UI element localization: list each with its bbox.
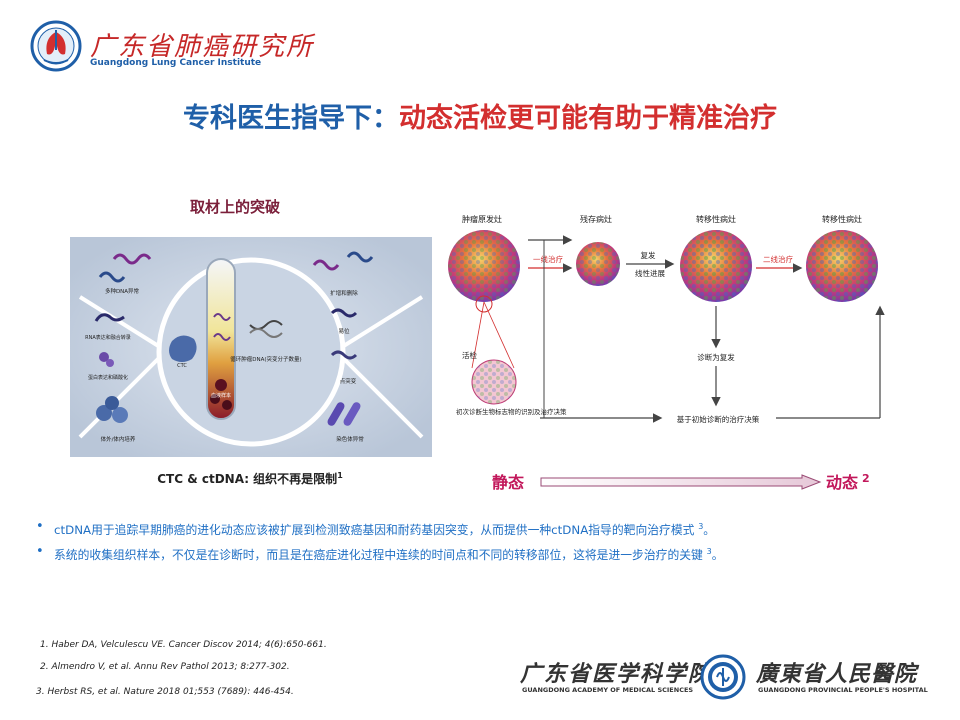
label-translocation: 易位 bbox=[338, 327, 350, 335]
label-dx-relapse: 诊断为复发 bbox=[697, 352, 735, 362]
label-initial-dx: 初次诊断生物标志物的识别及治疗决策 bbox=[456, 407, 567, 416]
reference-2: 2. Almendro V, et al. Annu Rev Pathol 20… bbox=[40, 662, 290, 672]
label-decision: 基于初始诊断的治疗决策 bbox=[677, 414, 760, 424]
dynamic-label-ref: 2 bbox=[862, 471, 870, 485]
bullet-ref: 3 bbox=[706, 546, 712, 556]
left-panel-caption: CTC & ctDNA: 组织不再是限制1 bbox=[60, 470, 440, 487]
label-multi-dna: 多种DNA异常 bbox=[105, 287, 140, 295]
bullet-text: 系统的收集组织样本，不仅是在诊断时，而且是在癌症进化过程中连续的时间点和不同的转… bbox=[54, 547, 703, 562]
static-to-dynamic-arrow bbox=[540, 474, 822, 490]
slide-title-part1: 专科医生指导下： bbox=[183, 103, 399, 134]
label-amplification: 扩增和删除 bbox=[330, 289, 358, 297]
dynamic-label-text: 动态 bbox=[826, 473, 859, 492]
label-relapse: 复发 bbox=[641, 250, 656, 260]
left-panel-heading: 取材上的突破 bbox=[189, 198, 280, 216]
institute-name-cn: 广东省肺癌研究所 bbox=[90, 32, 315, 62]
reference-1: 1. Haber DA, Velculescu VE. Cancer Disco… bbox=[40, 640, 327, 650]
label-rna: RNA表达和融合转录 bbox=[85, 334, 131, 341]
academy-name-cn: 广东省医学科学院 bbox=[520, 661, 713, 687]
label-protein: 蛋白表达和磷酸化 bbox=[88, 374, 128, 381]
label-ctdna: 循环肿瘤DNA(突变分子数量) bbox=[230, 355, 301, 363]
label-residual: 残存病灶 bbox=[580, 214, 612, 224]
reference-3: 3. Herbst RS, et al. Nature 2018 01;553 … bbox=[36, 687, 294, 697]
bullet-end: 。 bbox=[703, 522, 716, 537]
bullet-end: 。 bbox=[711, 547, 724, 562]
label-chromosome: 染色体异常 bbox=[336, 435, 364, 443]
institute-name-en: Guangdong Lung Cancer Institute bbox=[90, 58, 262, 68]
hospital-emblem-icon bbox=[700, 654, 746, 700]
tumor-evolution-diagram: 肿瘤原发灶 残存病灶 转移性病灶 转移性病灶 一线治疗 复发 线性进展 二线治疗… bbox=[448, 214, 885, 424]
static-label: 静态 bbox=[492, 473, 525, 492]
institute-emblem-icon bbox=[30, 20, 82, 72]
label-culture: 体外/体内培养 bbox=[101, 435, 136, 443]
liquid-biopsy-figure: 血液样本 CTC 循环肿瘤DNA(突变分子数量) 多种DNA异常 RNA表达和融… bbox=[70, 237, 432, 457]
bullet-text: ctDNA用于追踪早期肺癌的进化动态应该被扩展到检测致癌基因和耐药基因突变，从而… bbox=[54, 522, 695, 537]
label-point-mutation: 点突变 bbox=[340, 377, 357, 385]
key-points-list: ctDNA用于追踪早期肺癌的进化动态应该被扩展到检测致癌基因和耐药基因突变，从而… bbox=[34, 516, 934, 566]
label-primary: 肿瘤原发灶 bbox=[462, 214, 502, 224]
label-metastasis2: 转移性病灶 bbox=[822, 214, 862, 224]
slide-title-part2: 动态活检更可能有助于精准治疗 bbox=[399, 103, 777, 134]
slide-title: 专科医生指导下：动态活检更可能有助于精准治疗 bbox=[0, 96, 960, 135]
label-biopsy: 活检 bbox=[462, 350, 477, 360]
label-linear-progression: 线性进展 bbox=[635, 268, 665, 278]
list-item: 系统的收集组织样本，不仅是在诊断时，而且是在癌症进化过程中连续的时间点和不同的转… bbox=[34, 541, 934, 566]
left-caption-text: CTC & ctDNA: 组织不再是限制 bbox=[157, 472, 338, 486]
label-metastasis1: 转移性病灶 bbox=[696, 214, 736, 224]
label-first-line: 一线治疗 bbox=[533, 254, 563, 264]
bullet-ref: 3 bbox=[698, 522, 704, 531]
label-blood-sample: 血液样本 bbox=[211, 392, 231, 399]
left-caption-ref: 1 bbox=[337, 471, 343, 480]
label-ctc: CTC bbox=[177, 363, 187, 369]
hospital-name-cn: 廣東省人民醫院 bbox=[756, 661, 918, 687]
hospital-name-en: GUANGDONG PROVINCIAL PEOPLE'S HOSPITAL bbox=[758, 686, 928, 694]
label-second-line: 二线治疗 bbox=[763, 254, 793, 264]
academy-name-en: GUANGDONG ACADEMY OF MEDICAL SCIENCES bbox=[522, 686, 694, 694]
list-item: ctDNA用于追踪早期肺癌的进化动态应该被扩展到检测致癌基因和耐药基因突变，从而… bbox=[34, 516, 934, 541]
